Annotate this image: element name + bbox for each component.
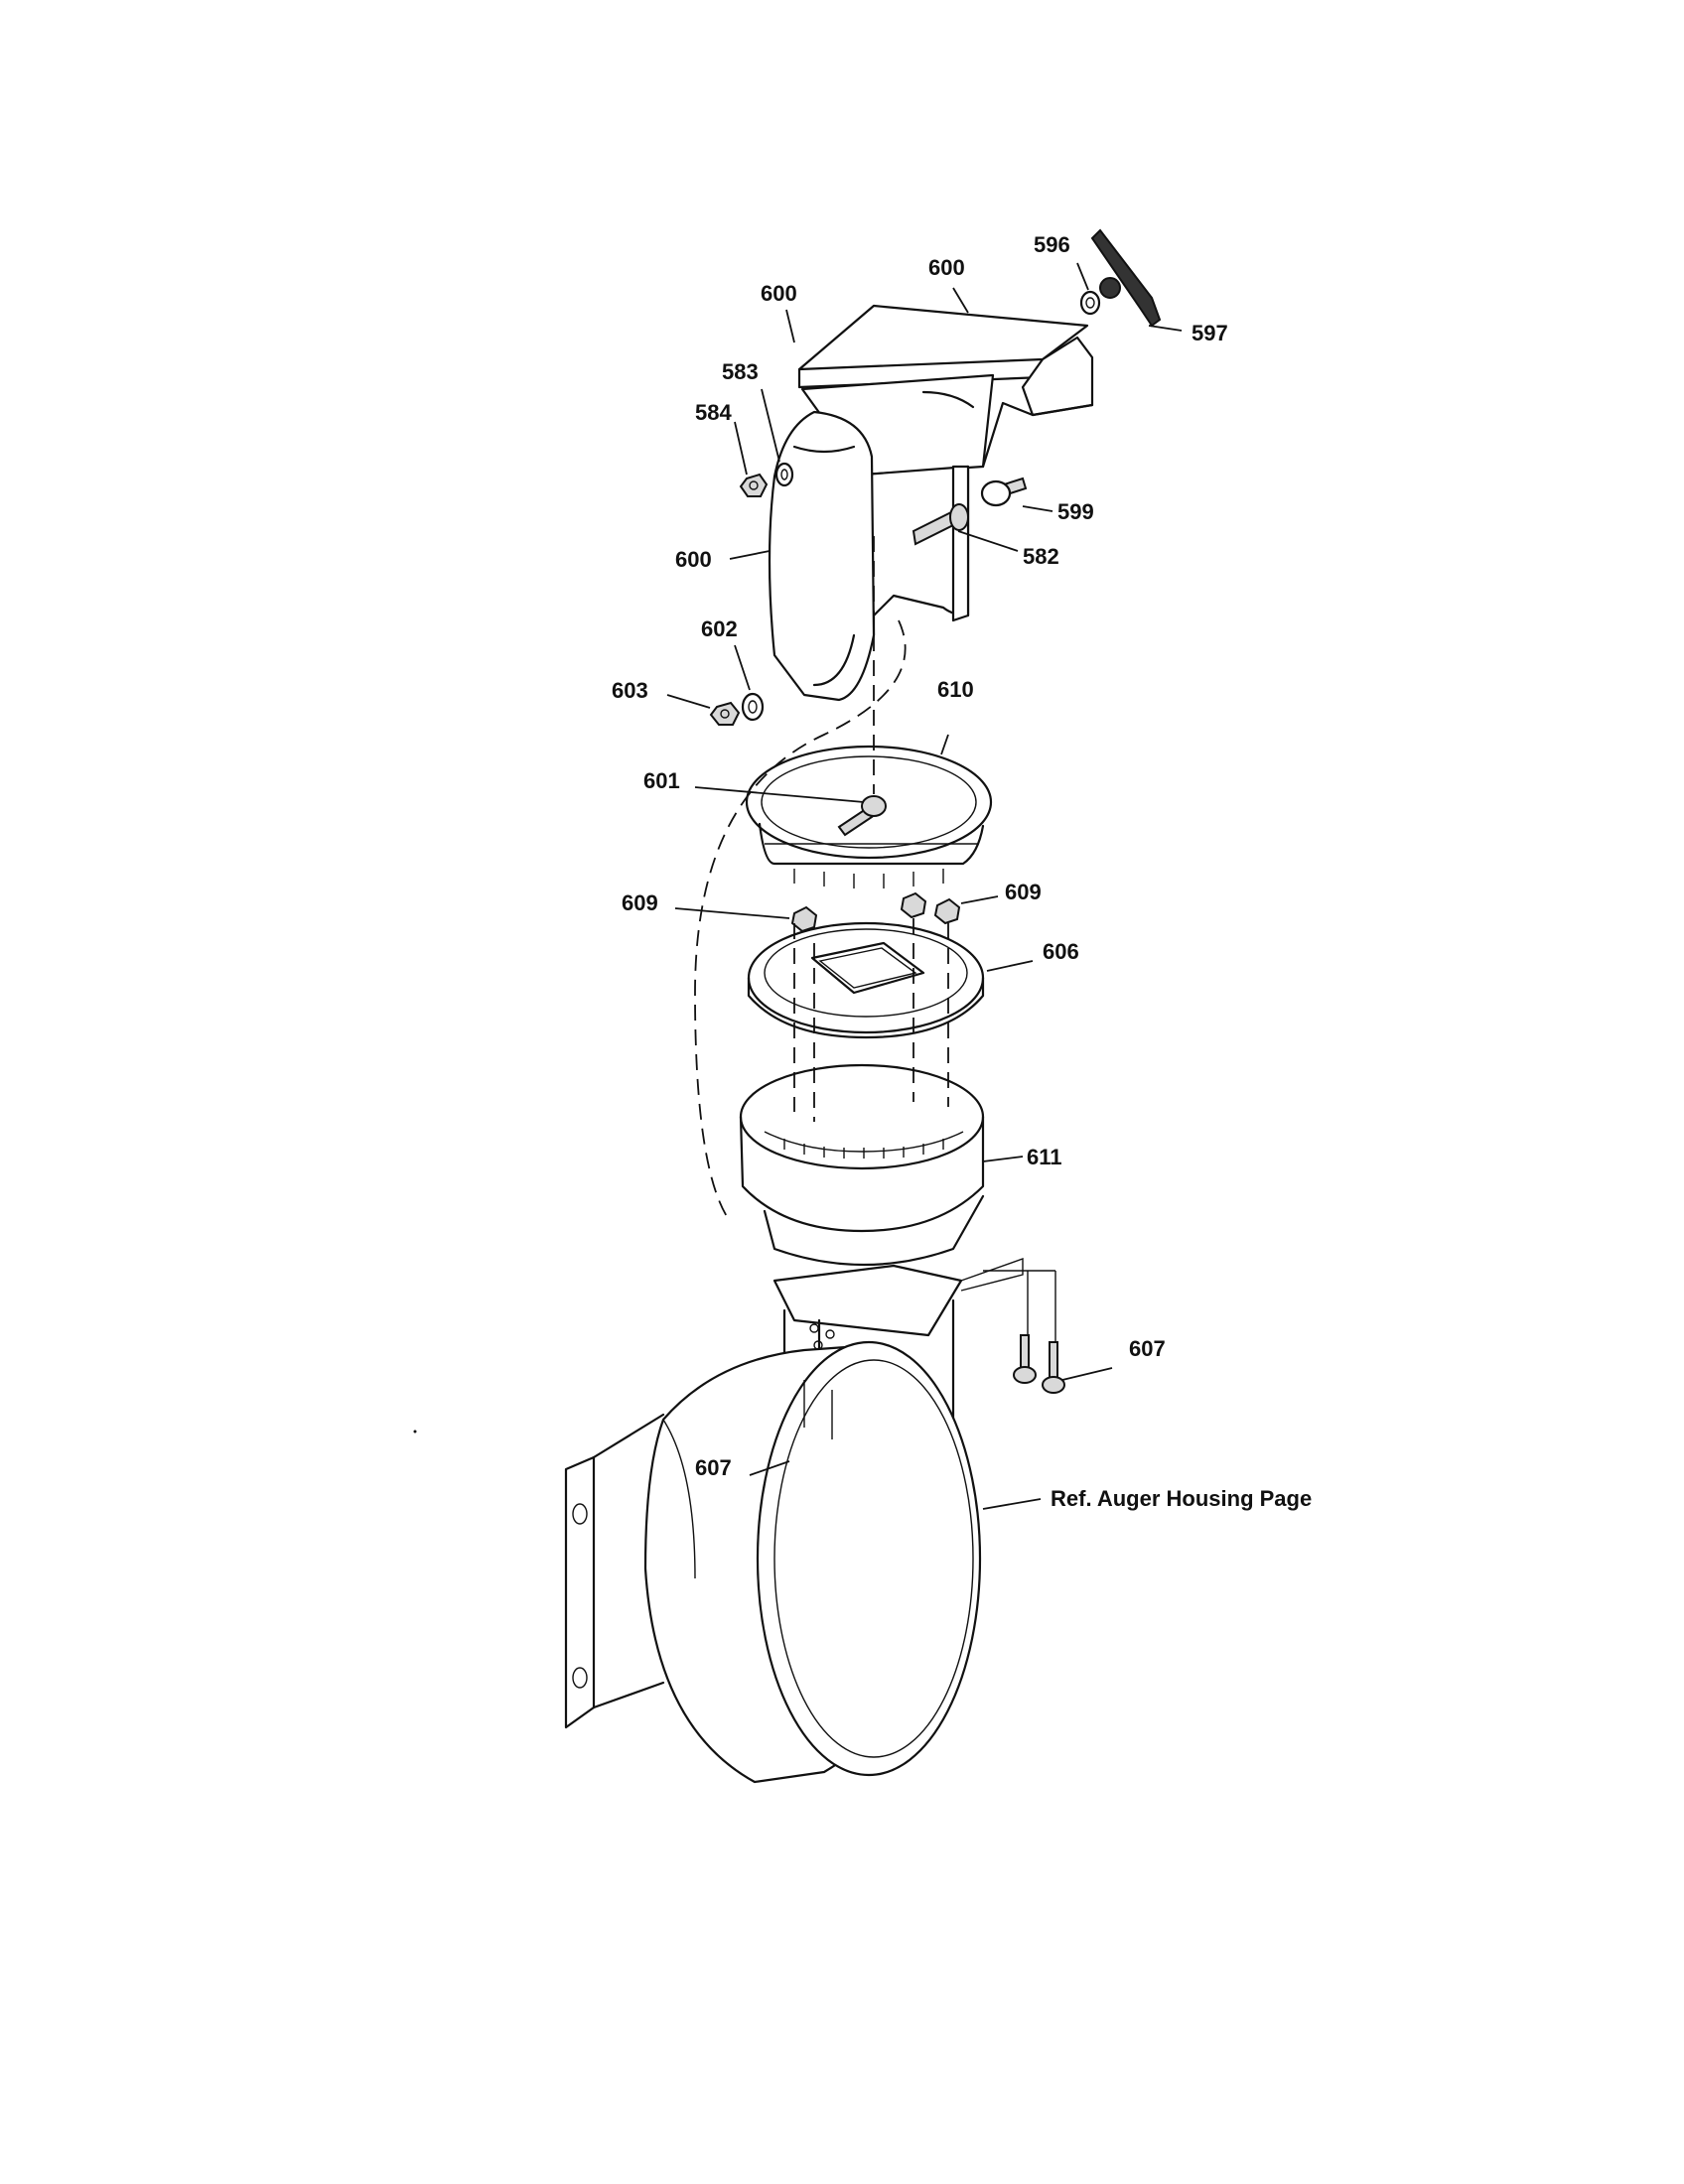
- callout-584: 584: [695, 400, 732, 425]
- lock-washer: [774, 462, 794, 487]
- gear-ring: [739, 1063, 985, 1267]
- handle-knob: [1090, 228, 1162, 328]
- callout-611: 611: [1027, 1145, 1062, 1169]
- leader-lines: [666, 262, 1183, 1510]
- callout-607-left: 607: [695, 1455, 732, 1480]
- washer: [1079, 290, 1101, 316]
- stray-dot: [413, 1430, 417, 1433]
- callout-607-right: 607: [1129, 1336, 1166, 1361]
- chute-deflector: [768, 304, 1094, 702]
- callout-601: 601: [643, 768, 680, 793]
- callout-600-left: 600: [761, 281, 797, 306]
- assembly-lines: [694, 536, 1056, 1439]
- reference-note: Ref. Auger Housing Page: [1051, 1486, 1312, 1511]
- callout-582: 582: [1023, 544, 1059, 569]
- callout-609-left: 609: [622, 890, 658, 915]
- plug-bolt: [980, 477, 1028, 507]
- carriage-bolt: [912, 503, 969, 546]
- callout-600-side: 600: [675, 547, 712, 572]
- callout-599: 599: [1057, 499, 1094, 524]
- mounting-ring-plate: [747, 921, 985, 1039]
- callout-597: 597: [1192, 321, 1228, 345]
- callout-603: 603: [612, 678, 648, 703]
- auger-housing-outlet: [564, 1340, 982, 1784]
- callout-610: 610: [937, 677, 974, 702]
- upper-ring: [745, 745, 993, 888]
- callout-606: 606: [1043, 939, 1079, 964]
- nut: [739, 473, 769, 497]
- washer-lower: [741, 692, 765, 722]
- callout-600-top: 600: [928, 255, 965, 280]
- callout-609-right: 609: [1005, 880, 1042, 904]
- hex-nut: [709, 701, 741, 726]
- callout-583: 583: [722, 359, 759, 384]
- screws-right: [1013, 1334, 1065, 1394]
- callout-602: 602: [701, 616, 738, 641]
- callout-596: 596: [1034, 232, 1070, 257]
